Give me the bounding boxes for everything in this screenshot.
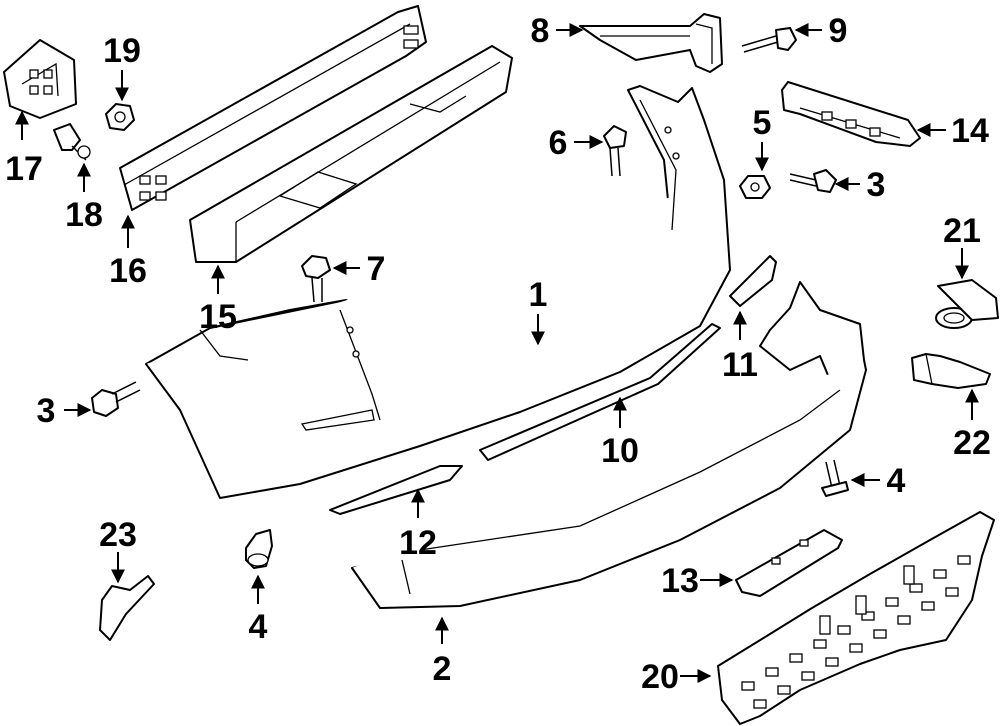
bolt-3-left bbox=[91, 381, 141, 417]
callout-11: 11 bbox=[722, 346, 758, 384]
callout-1: 1 bbox=[529, 276, 548, 314]
bolt-3-right bbox=[789, 169, 837, 193]
side-bracket bbox=[579, 13, 723, 73]
callout-22: 22 bbox=[953, 424, 991, 462]
callout-15: 15 bbox=[199, 298, 237, 336]
callout-4-left: 4 bbox=[249, 608, 268, 646]
callout-23: 23 bbox=[99, 516, 137, 554]
callout-16: 16 bbox=[109, 252, 147, 290]
callout-3-left: 3 bbox=[37, 392, 56, 430]
lower-valance bbox=[351, 281, 867, 609]
callout-20: 20 bbox=[641, 658, 679, 696]
callout-21: 21 bbox=[943, 212, 981, 250]
callout-9: 9 bbox=[829, 12, 848, 50]
callout-10: 10 bbox=[601, 432, 639, 470]
push-pin-7 bbox=[301, 255, 331, 303]
callout-4-right: 4 bbox=[887, 462, 906, 500]
sensor-22 bbox=[911, 353, 991, 389]
impact-bar-reinforcement bbox=[119, 5, 427, 211]
undertray-shield bbox=[717, 511, 995, 725]
bracket-13 bbox=[735, 529, 843, 597]
parking-sensor bbox=[935, 279, 999, 329]
reflector-strip bbox=[329, 465, 463, 515]
clip-5 bbox=[739, 175, 771, 199]
screw-9 bbox=[741, 27, 797, 53]
callout-17: 17 bbox=[5, 150, 43, 188]
bracket-11 bbox=[729, 255, 777, 307]
bolt-6 bbox=[603, 125, 627, 177]
push-pin-4-right bbox=[821, 459, 849, 497]
leader-lines bbox=[15, 23, 979, 683]
callout-14: 14 bbox=[951, 112, 989, 150]
bracket-rail bbox=[781, 81, 921, 147]
callout-19: 19 bbox=[103, 32, 141, 70]
callout-labels: 1 2 3 3 4 4 5 6 7 8 9 10 11 12 13 14 15 … bbox=[5, 12, 991, 696]
bolt-small bbox=[53, 123, 91, 161]
callout-13: 13 bbox=[661, 562, 699, 600]
molding-strip bbox=[479, 323, 721, 461]
callout-2: 2 bbox=[433, 650, 452, 688]
bracket-block bbox=[3, 39, 77, 119]
callout-3-right: 3 bbox=[867, 166, 886, 204]
energy-absorber bbox=[189, 45, 513, 263]
callout-18: 18 bbox=[65, 196, 103, 234]
callout-8: 8 bbox=[531, 12, 550, 50]
nut bbox=[105, 103, 135, 131]
clip-4-left bbox=[245, 529, 273, 569]
callout-5: 5 bbox=[753, 104, 772, 142]
bumper-cover bbox=[145, 85, 731, 499]
callout-12: 12 bbox=[399, 524, 437, 562]
mud-flap-bracket bbox=[99, 575, 155, 641]
callout-7: 7 bbox=[367, 250, 386, 288]
callout-6: 6 bbox=[549, 124, 568, 162]
